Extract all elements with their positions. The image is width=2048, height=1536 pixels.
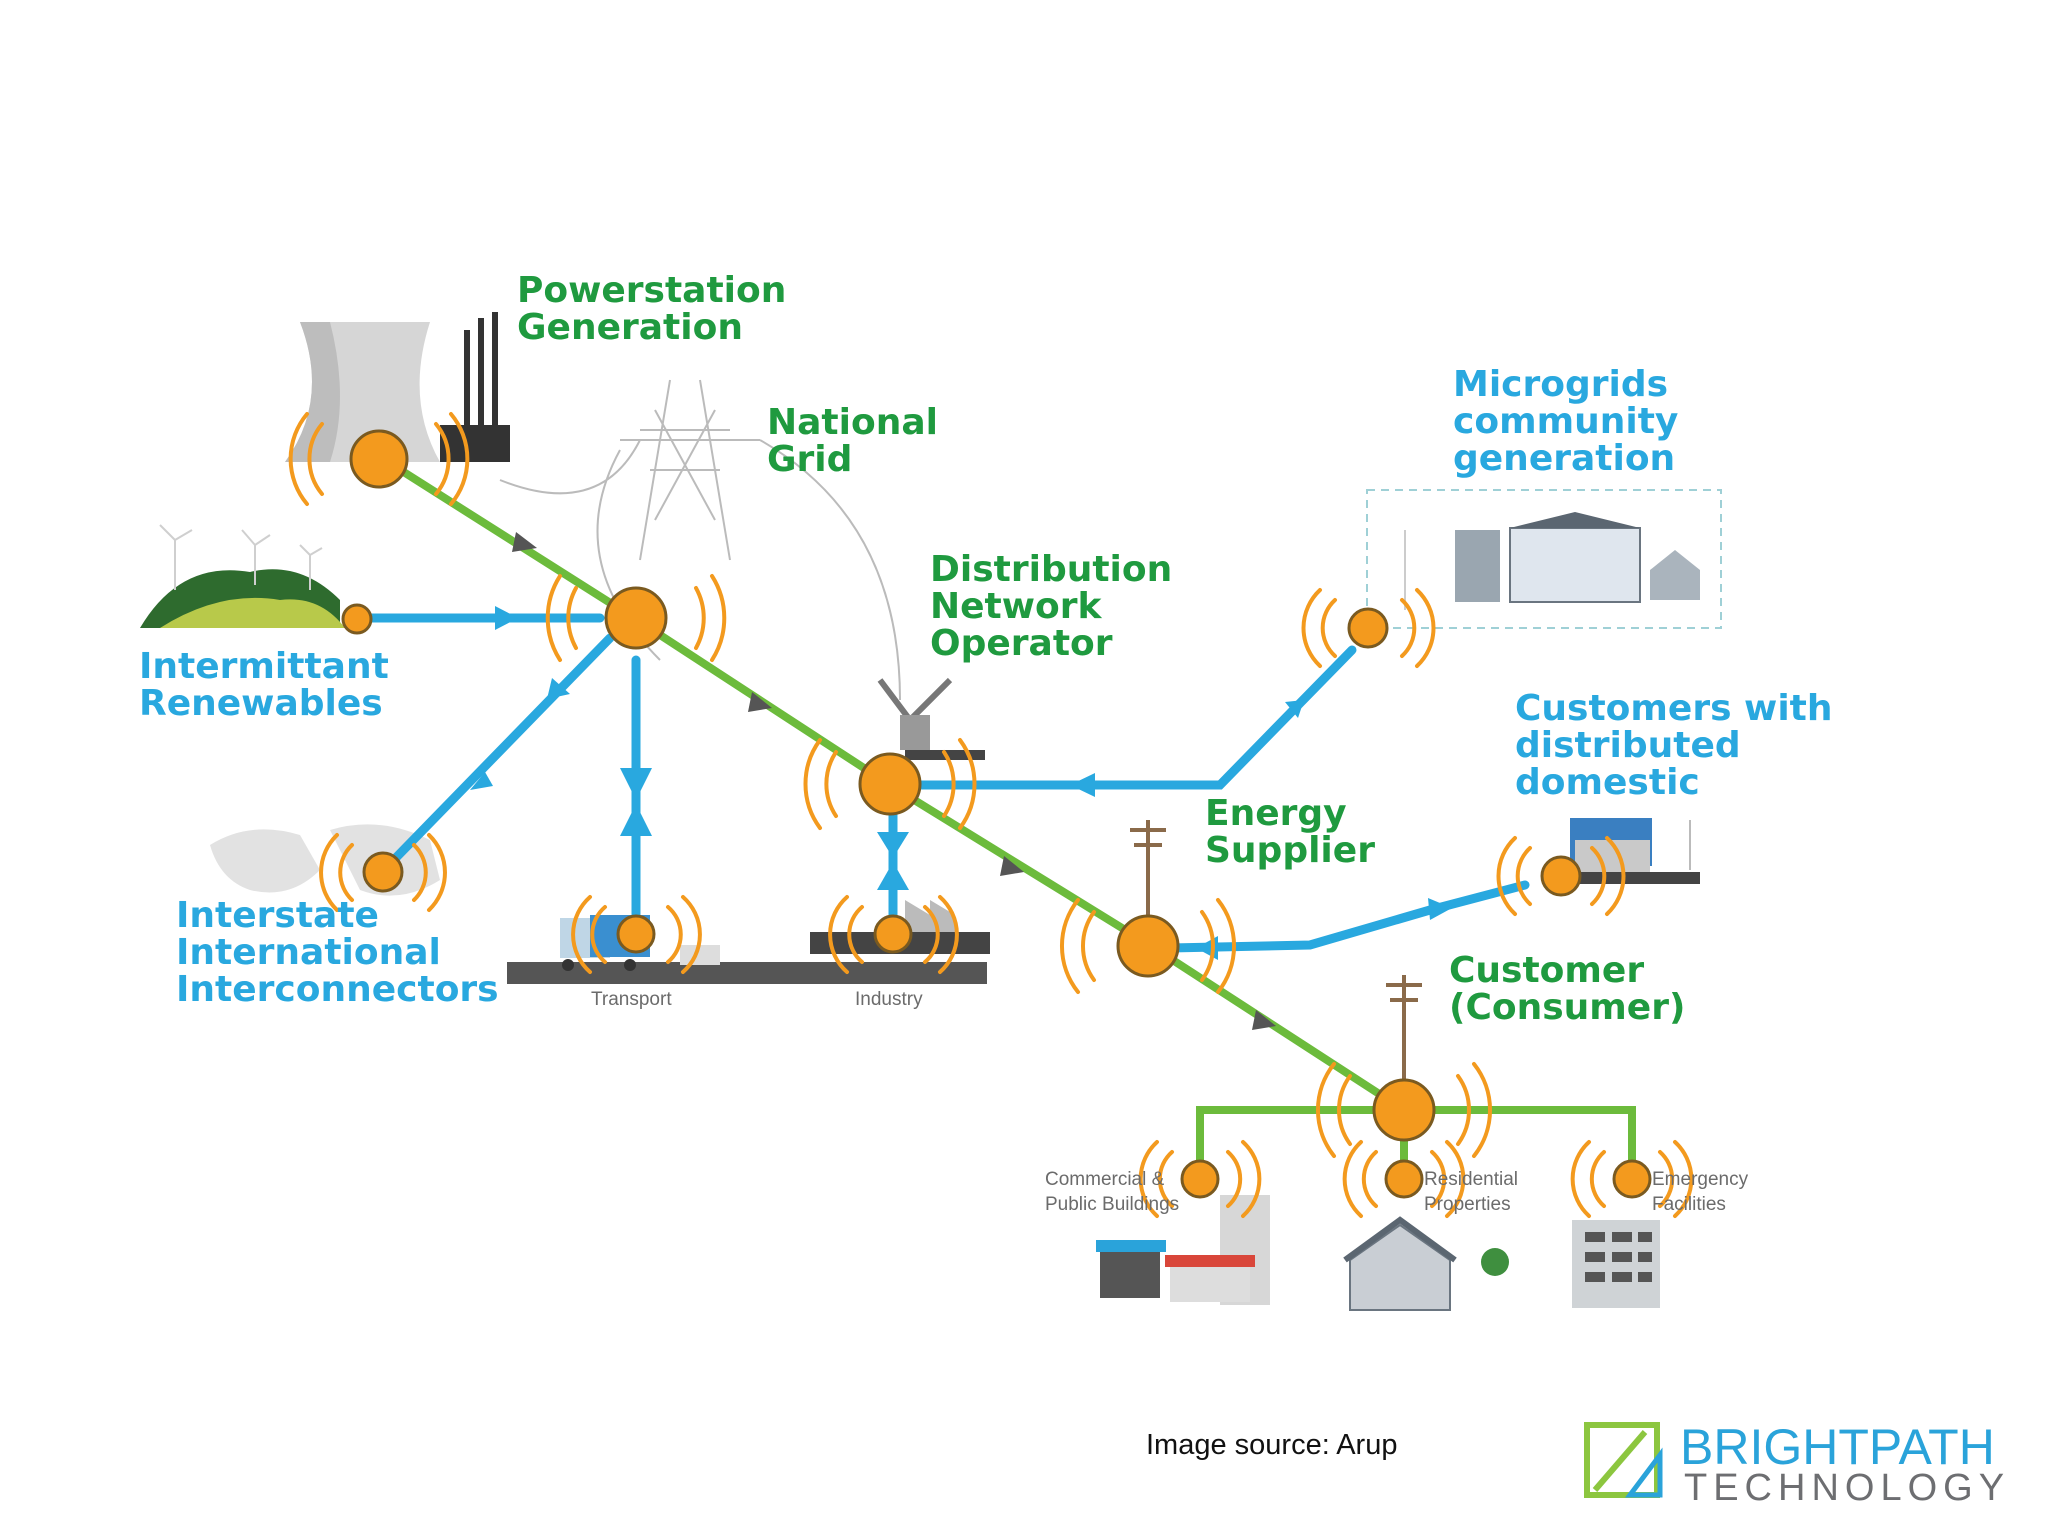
world-map-illustration	[210, 824, 440, 896]
customer-pylon	[1386, 975, 1422, 1090]
node-renewables	[341, 603, 373, 635]
transport-road-illustration	[507, 915, 987, 984]
label-powerstation: Powerstation Generation	[517, 270, 799, 348]
green-line-arrows	[512, 532, 1276, 1030]
label-national-grid: National Grid	[767, 402, 951, 480]
node-energy-supplier	[1116, 914, 1180, 978]
commercial-buildings-illustration	[1096, 1195, 1270, 1305]
brightpath-logo: BRIGHTPATH TECHNOLOGY	[1584, 1419, 2010, 1509]
label-transport: Transport	[591, 989, 672, 1010]
label-customers-distributed: Customers with distributed domestic	[1515, 688, 1845, 803]
wind-farm-illustration	[140, 524, 345, 628]
microgrid-illustration	[1366, 489, 1722, 629]
label-distribution: Distribution Network Operator	[930, 549, 1185, 664]
label-energy-supplier: Energy Supplier	[1205, 793, 1375, 871]
power-plant-illustration	[285, 312, 510, 462]
node-customer	[1372, 1078, 1436, 1142]
label-customer-consumer: Customer (Consumer)	[1449, 950, 1685, 1028]
distributed-home-illustration	[1570, 818, 1700, 884]
residential-house-illustration	[1343, 1216, 1509, 1311]
label-emergency: Emergency Facilities	[1652, 1169, 1753, 1215]
image-source-caption: Image source: Arup	[1146, 1429, 1398, 1461]
label-intermittant: Intermittant Renewables	[139, 646, 401, 724]
label-interstate: Interstate International Interconnectors	[176, 895, 499, 1010]
node-commercial	[1180, 1159, 1220, 1199]
label-commercial: Commercial & Public Buildings	[1045, 1169, 1179, 1215]
label-microgrids: Microgrids community generation	[1453, 364, 1691, 479]
node-customers-distributed	[1540, 855, 1582, 897]
node-industry	[873, 914, 913, 954]
brightpath-logo-mark	[1584, 1422, 1663, 1498]
emergency-building-illustration	[1572, 1220, 1660, 1308]
distribution-substation-illustration	[877, 677, 985, 760]
node-powerstation	[349, 429, 409, 489]
logo-brightpath-text: BRIGHTPATH	[1680, 1419, 1995, 1475]
node-emergency	[1612, 1159, 1652, 1199]
logo-technology-text: TECHNOLOGY	[1684, 1467, 2010, 1509]
node-national-grid	[604, 586, 668, 650]
node-transport	[616, 914, 656, 954]
node-interconnectors	[362, 851, 404, 893]
node-microgrid	[1347, 607, 1389, 649]
node-distribution	[858, 752, 922, 816]
label-industry: Industry	[855, 989, 923, 1010]
node-residential	[1384, 1159, 1424, 1199]
signal-rings	[288, 412, 1694, 1218]
label-residential: Residential Properties	[1424, 1169, 1523, 1215]
network-nodes	[341, 429, 1652, 1199]
